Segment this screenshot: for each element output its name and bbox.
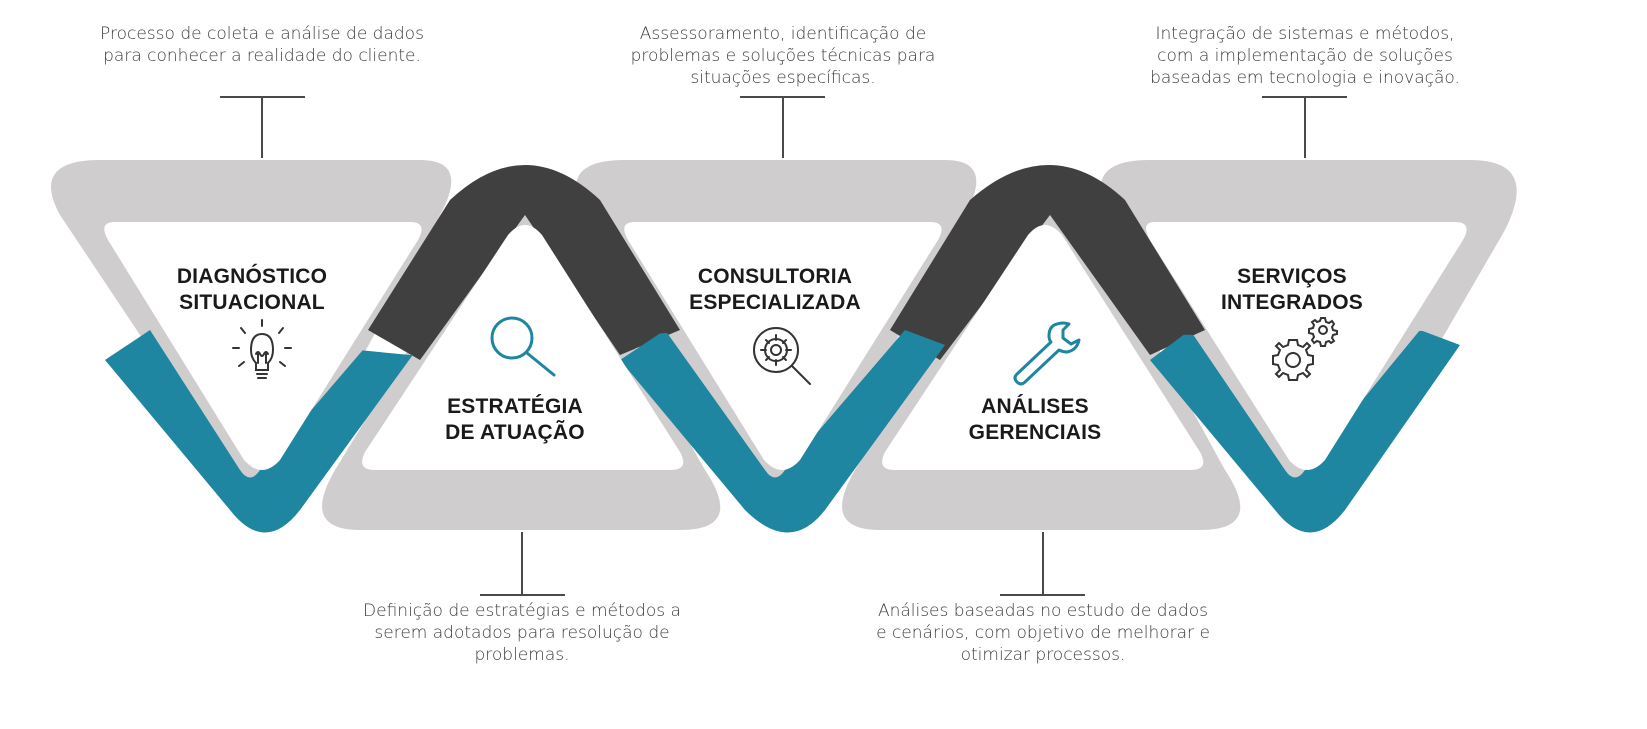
connector-group xyxy=(220,96,1347,596)
card-4 xyxy=(882,225,1204,470)
title-servicos: SERVIÇOS INTEGRADOS xyxy=(1162,264,1422,316)
magnifier-icon xyxy=(490,316,556,377)
title-diagnostico-line-1: DIAGNÓSTICO xyxy=(176,265,328,288)
title-analises-line-2: GERENCIAIS xyxy=(968,421,1102,444)
description-diagnostico: Processo de coleta e análise de dados pa… xyxy=(100,24,424,66)
connector-1 xyxy=(220,96,305,158)
teal-zigzag-3 xyxy=(1150,330,1460,533)
teal-band-group xyxy=(105,330,1460,533)
title-diagnostico: DIAGNÓSTICO SITUACIONAL xyxy=(122,264,382,316)
card-2 xyxy=(362,225,684,470)
title-consultoria: CONSULTORIA ESPECIALIZADA xyxy=(645,264,905,316)
wrench-icon xyxy=(1013,321,1081,386)
dark-band-group xyxy=(368,165,1205,360)
description-analises: Análises baseadas no estudo de dados e c… xyxy=(876,601,1210,665)
title-estrategia: ESTRATÉGIA DE ATUAÇÃO xyxy=(385,394,645,446)
title-diagnostico-line-2: SITUACIONAL xyxy=(179,291,325,314)
dark-band-2 xyxy=(368,165,680,360)
description-consultoria: Assessoramento, identificação de problem… xyxy=(630,24,936,88)
card-group xyxy=(104,222,1467,470)
connector-5 xyxy=(1262,96,1347,158)
card-3 xyxy=(624,222,942,470)
title-analises: ANÁLISES GERENCIAIS xyxy=(905,394,1165,446)
connector-2 xyxy=(480,532,565,596)
connector-3 xyxy=(740,96,825,158)
card-5 xyxy=(1146,222,1467,470)
lightbulb-icon xyxy=(232,319,292,379)
teal-zigzag xyxy=(105,330,420,533)
title-analises-line-1: ANÁLISES xyxy=(981,395,1089,418)
description-servicos: Integração de sistemas e métodos, com a … xyxy=(1150,24,1460,88)
card-1 xyxy=(104,222,422,470)
title-consultoria-line-2: ESPECIALIZADA xyxy=(689,291,861,314)
gear-search-icon xyxy=(753,327,811,385)
connector-4 xyxy=(1000,532,1085,596)
description-estrategia: Definição de estratégias e métodos a ser… xyxy=(363,601,681,665)
title-servicos-line-1: SERVIÇOS xyxy=(1237,265,1347,288)
gears-icon xyxy=(1272,317,1338,381)
title-servicos-line-2: INTEGRADOS xyxy=(1220,291,1363,314)
title-estrategia-line-2: DE ATUAÇÃO xyxy=(445,421,585,444)
dark-band-4 xyxy=(890,165,1205,360)
teal-zigzag-2 xyxy=(620,330,945,533)
title-estrategia-line-1: ESTRATÉGIA xyxy=(447,395,583,418)
title-consultoria-line-1: CONSULTORIA xyxy=(697,265,853,288)
